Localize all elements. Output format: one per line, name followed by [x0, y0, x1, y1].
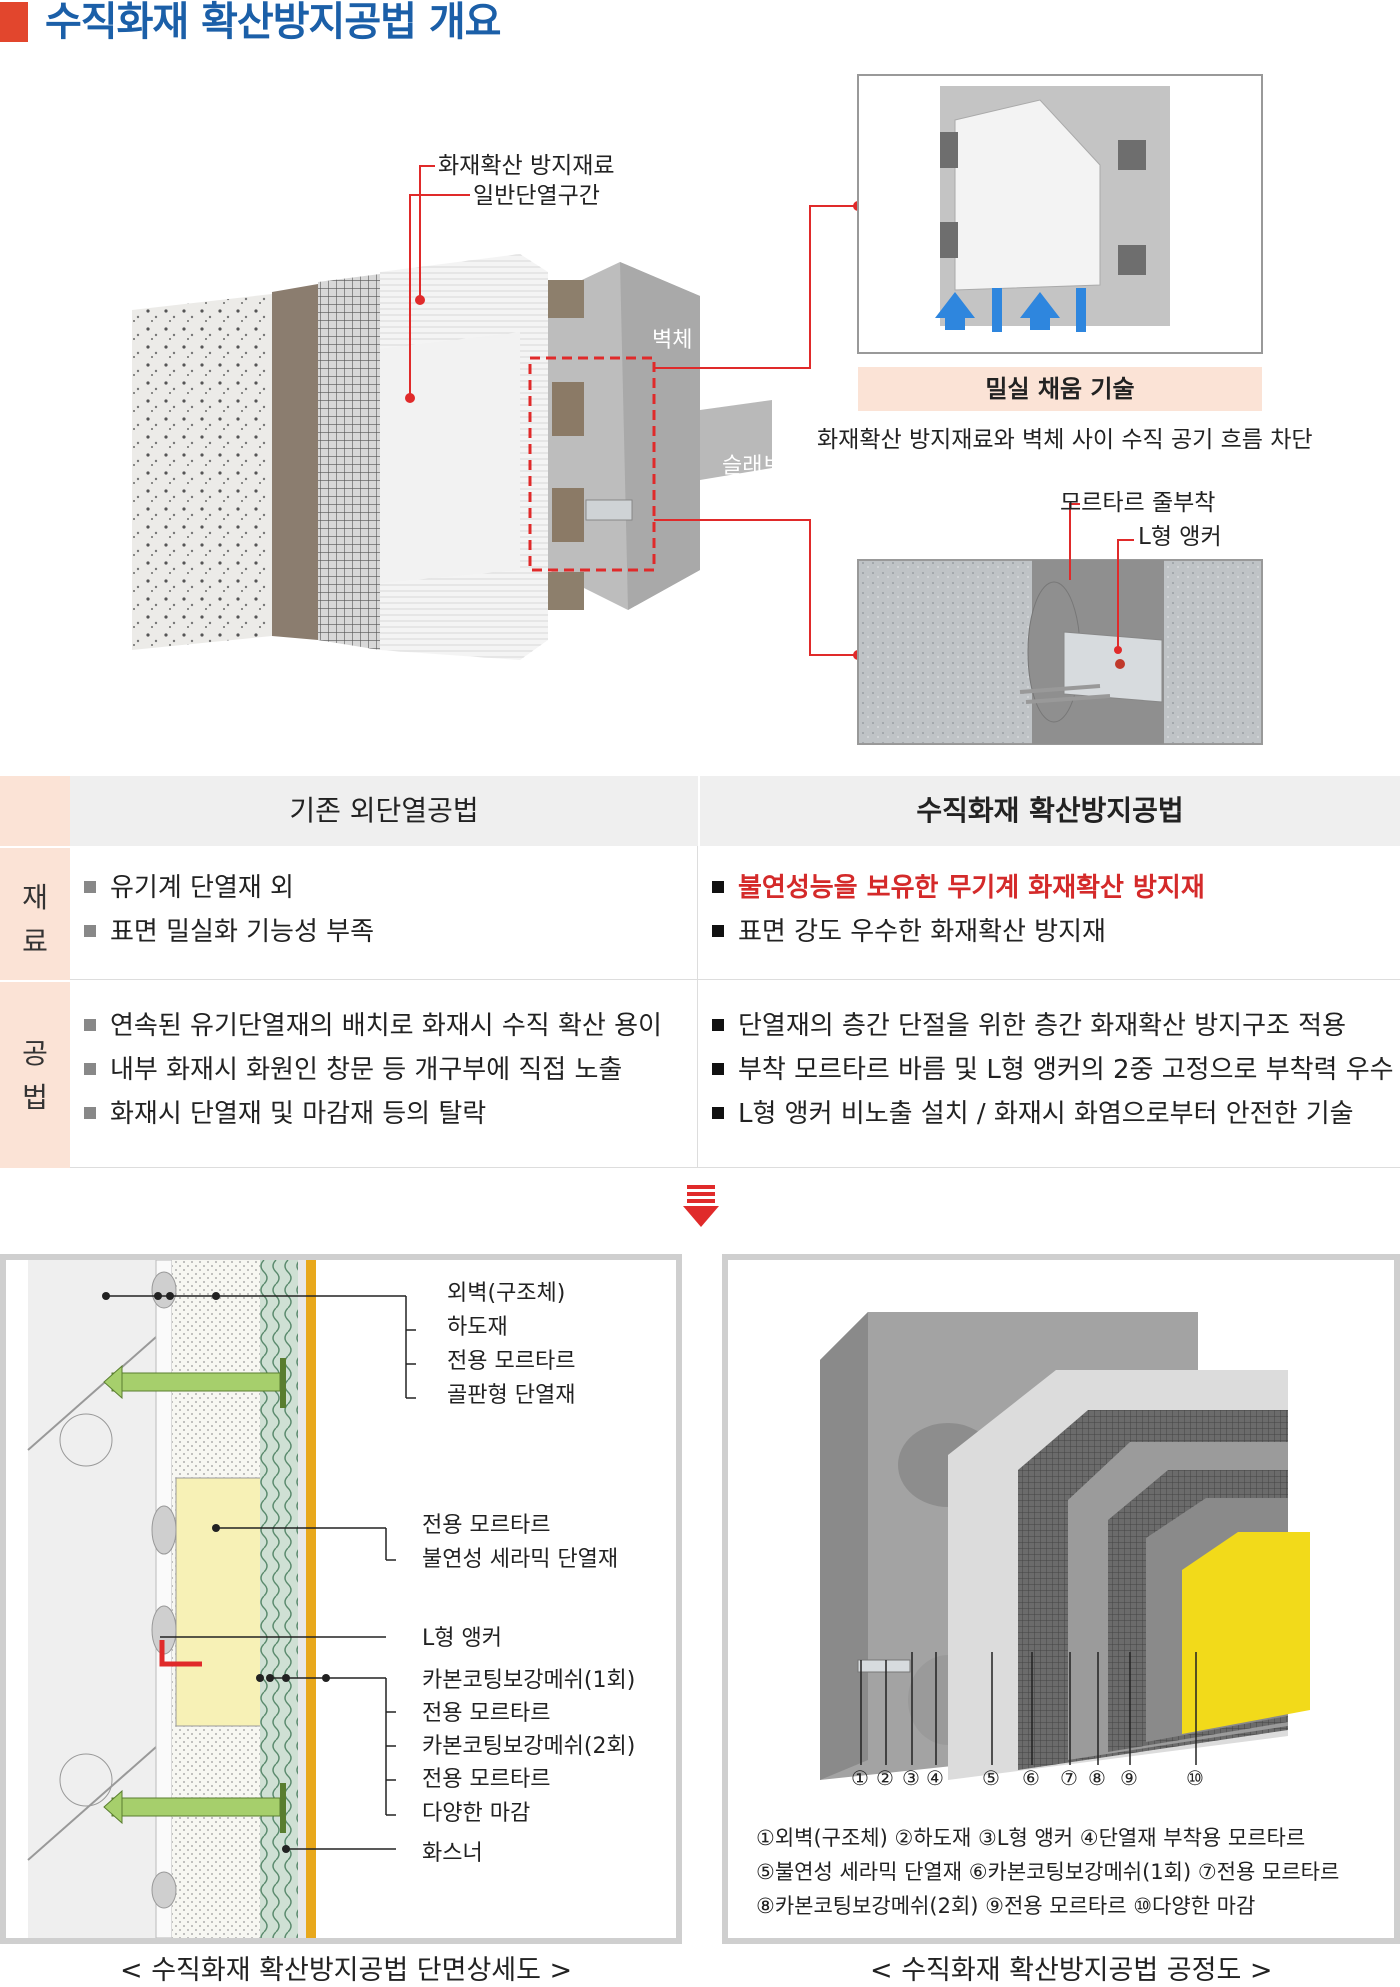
row-head-char: 법 [22, 1081, 48, 1114]
table-header-existing: 기존 외단열공법 [70, 776, 698, 846]
section-label: 골판형 단열재 [447, 1383, 576, 1408]
list-item: 단열재의 층간 단절을 위한 층간 화재확산 방지구조 적용 [698, 1004, 1400, 1048]
section-label: 화스너 [422, 1841, 483, 1866]
label-mortar-strip: 모르타르 줄부착 [1060, 490, 1216, 516]
callout-title: 밀실 채움 기술 [858, 367, 1262, 411]
section-label: 카본코팅보강메쉬(2회) [422, 1734, 636, 1759]
down-arrow-icon [683, 1185, 719, 1227]
row-head-material: 재 료 [0, 846, 70, 980]
label-general-zone: 일반단열구간 [473, 183, 600, 209]
list-item: 불연성능을 보유한 무기계 화재확산 방지재 [698, 866, 1400, 910]
list-item: 연속된 유기단열재의 배치로 화재시 수직 확산 용이 [70, 1004, 697, 1048]
cell-material-new: 불연성능을 보유한 무기계 화재확산 방지재 표면 강도 우수한 화재확산 방지… [698, 846, 1400, 980]
process-number: ② [876, 1766, 894, 1790]
row-head-char: 공 [22, 1037, 48, 1070]
section-label: 전용 모르타르 [422, 1513, 551, 1538]
section-detail-drawing [27, 1260, 416, 1938]
cell-material-existing: 유기계 단열재 외 표면 밀실화 기능성 부족 [70, 846, 698, 980]
section-label: L형 앵커 [422, 1626, 502, 1651]
cell-method-existing: 연속된 유기단열재의 배치로 화재시 수직 확산 용이 내부 화재시 화원인 창… [70, 980, 698, 1168]
list-item: 내부 화재시 화원인 창문 등 개구부에 직접 노출 [70, 1048, 697, 1092]
list-item: 유기계 단열재 외 [70, 866, 697, 910]
label-fire-material: 화재확산 방지재료 [438, 153, 615, 179]
comparison-table: 기존 외단열공법 수직화재 확산방지공법 재 료 유기계 단열재 외 표면 밀실… [0, 776, 1400, 1168]
row-head-char: 료 [22, 925, 48, 958]
process-number: ⑥ [1022, 1766, 1040, 1790]
process-legend-line: ①외벽(구조체) ②하도재 ③L형 앵커 ④단열재 부착용 모르타르 [756, 1826, 1306, 1850]
section-label: 전용 모르타르 [447, 1349, 576, 1374]
list-item: 부착 모르타르 바름 및 L형 앵커의 2중 고정으로 부착력 우수 [698, 1048, 1400, 1092]
process-legend-line: ⑤불연성 세라믹 단열재 ⑥카본코팅보강메쉬(1회) ⑦전용 모르타르 [756, 1860, 1340, 1884]
process-number: ⑦ [1060, 1766, 1078, 1790]
list-item: 표면 밀실화 기능성 부족 [70, 910, 697, 954]
table-header-new: 수직화재 확산방지공법 [698, 776, 1400, 846]
section-label: 카본코팅보강메쉬(1회) [422, 1668, 636, 1693]
section-label: 외벽(구조체) [447, 1281, 566, 1306]
cell-method-new: 단열재의 층간 단절을 위한 층간 화재확산 방지구조 적용 부착 모르타르 바… [698, 980, 1400, 1168]
list-item: 화재시 단열재 및 마감재 등의 탈락 [70, 1092, 697, 1136]
callout-desc: 화재확산 방지재료와 벽체 사이 수직 공기 흐름 차단 [817, 427, 1313, 453]
top-wall-illustration [132, 74, 1263, 745]
process-drawing [820, 1312, 1310, 1780]
process-number: ③ [902, 1766, 920, 1790]
process-legend-line: ⑧카본코팅보강메쉬(2회) ⑨전용 모르타르 ⑩다양한 마감 [756, 1894, 1256, 1918]
section-label: 전용 모르타르 [422, 1701, 551, 1726]
process-number: ⑧ [1088, 1766, 1106, 1790]
label-l-anchor: L형 앵커 [1138, 524, 1222, 550]
list-item: 표면 강도 우수한 화재확산 방지재 [698, 910, 1400, 954]
section-label: 하도재 [447, 1315, 508, 1340]
section-caption: < 수직화재 확산방지공법 단면상세도 > [120, 1955, 573, 1986]
section-label: 불연성 세라믹 단열재 [422, 1547, 619, 1572]
section-label: 전용 모르타르 [422, 1767, 551, 1792]
process-caption: < 수직화재 확산방지공법 공정도 > [870, 1955, 1273, 1986]
process-number: ④ [926, 1766, 944, 1790]
process-number: ⑨ [1120, 1766, 1138, 1790]
label-wall: 벽체 [652, 328, 693, 353]
list-item: L형 앵커 비노출 설치 / 화재시 화염으로부터 안전한 기술 [698, 1092, 1400, 1136]
row-head-method: 공 법 [0, 980, 70, 1168]
process-number: ⑤ [982, 1766, 1000, 1790]
process-number: ⑩ [1186, 1766, 1204, 1790]
row-head-char: 재 [22, 881, 48, 914]
title-accent-bar [0, 2, 28, 42]
table-corner [0, 776, 70, 846]
page-title: 수직화재 확산방지공법 개요 [45, 0, 501, 45]
label-slab: 슬래브 [722, 454, 783, 479]
process-number: ① [851, 1766, 869, 1790]
section-label: 다양한 마감 [422, 1801, 531, 1826]
